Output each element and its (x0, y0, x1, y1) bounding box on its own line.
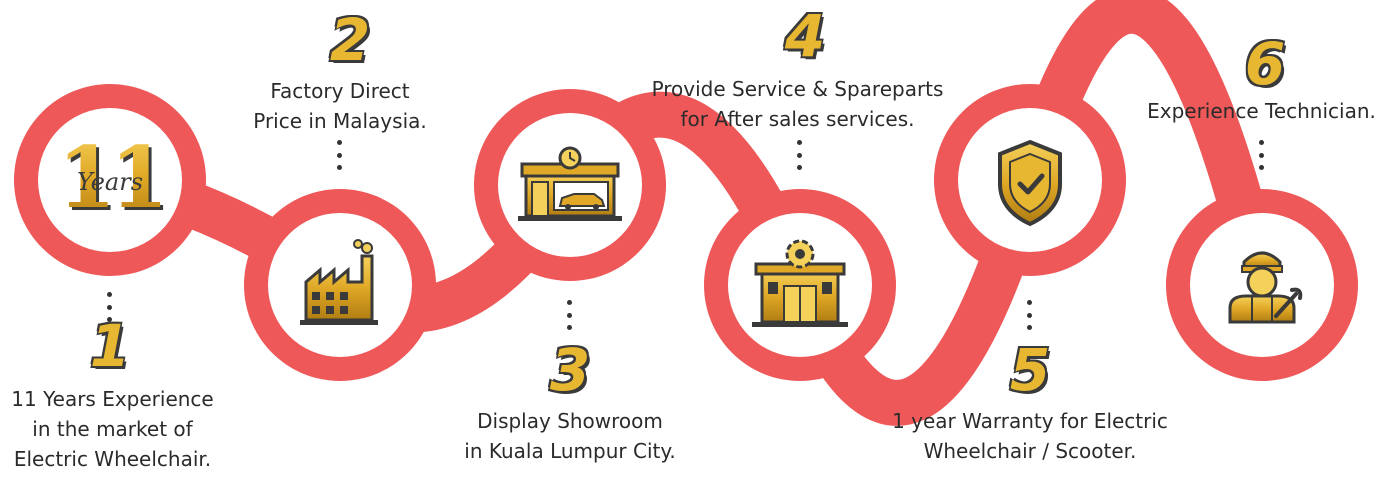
caption-line: Display Showroom (477, 409, 663, 433)
step-caption-6: Experience Technician. (1124, 96, 1399, 126)
technician-icon (1228, 251, 1303, 324)
svg-text:11: 11 (58, 128, 163, 227)
dotted-connector-2 (337, 140, 343, 170)
caption-line: in the market of (32, 417, 193, 441)
step-number-3: 3 (549, 336, 591, 404)
service-workshop-icon (752, 239, 848, 327)
caption-line: Factory Direct (270, 79, 410, 103)
step-caption-5: 1 year Warranty for Electric Wheelchair … (855, 406, 1205, 466)
caption-line: 11 Years Experience (11, 387, 214, 411)
badge-text: Years (77, 168, 143, 196)
caption-line: Wheelchair / Scooter. (923, 439, 1137, 463)
step-number-2: 2 (329, 6, 371, 74)
caption-line: Price in Malaysia. (253, 109, 427, 133)
factory-icon (300, 239, 378, 325)
dotted-connector-4 (797, 140, 803, 170)
caption-line: Provide Service & Spareparts (651, 77, 944, 101)
shield-check-icon (998, 139, 1062, 227)
eleven-years-badge-icon: 11 11 Years (58, 128, 172, 230)
caption-line: 1 year Warranty for Electric (892, 409, 1168, 433)
ring-1 (14, 84, 206, 276)
step-caption-4: Provide Service & Spareparts for After s… (625, 74, 970, 134)
caption-line: for After sales services. (680, 107, 915, 131)
dotted-connector-6 (1259, 140, 1265, 170)
dotted-connector-1 (107, 292, 113, 322)
step-caption-1: 11 Years Experience in the market of Ele… (0, 384, 225, 474)
caption-line: Experience Technician. (1147, 99, 1376, 123)
step-number-1: 1 (89, 312, 131, 380)
showroom-icon (518, 146, 622, 221)
svg-text:11: 11 (61, 131, 166, 230)
step-number-6: 6 (1244, 30, 1286, 98)
step-caption-2: Factory Direct Price in Malaysia. (225, 76, 455, 136)
step-number-5: 5 (1009, 336, 1051, 404)
dotted-connector-5 (1027, 300, 1033, 330)
dotted-connector-3 (567, 300, 573, 330)
caption-line: Electric Wheelchair. (13, 447, 212, 471)
caption-line: in Kuala Lumpur City. (464, 439, 676, 463)
step-caption-3: Display Showroom in Kuala Lumpur City. (425, 406, 715, 466)
step-number-4: 4 (784, 2, 826, 70)
